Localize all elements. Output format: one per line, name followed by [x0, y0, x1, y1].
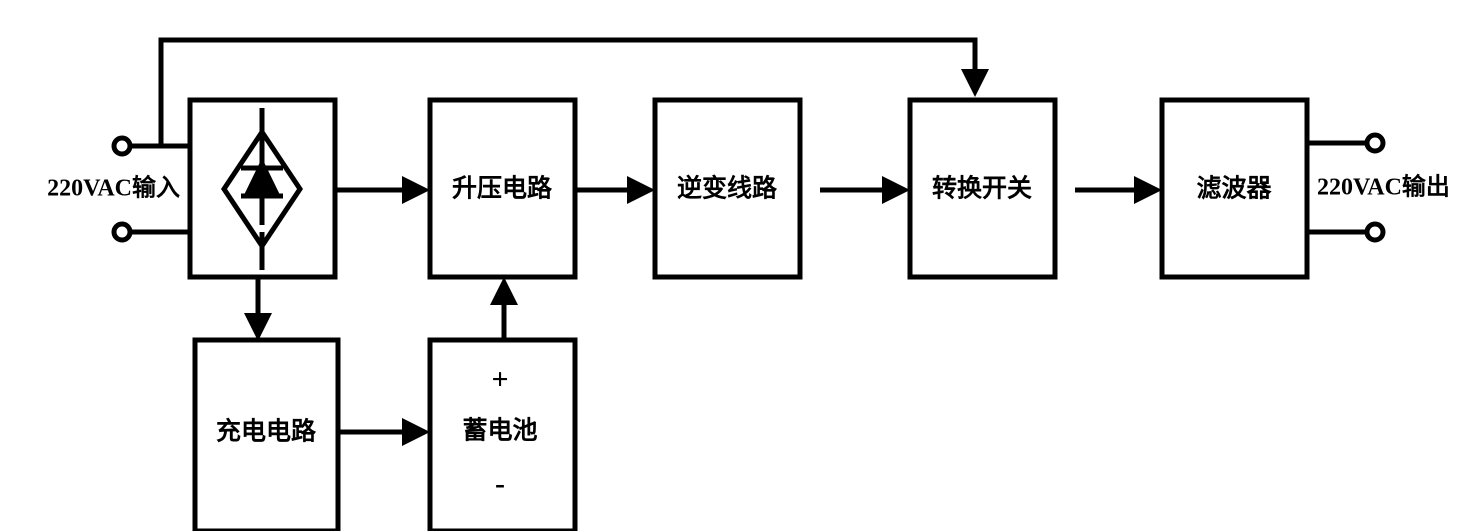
input-terminal-bottom	[111, 221, 133, 243]
arrow-head-inverter-switch	[882, 176, 910, 204]
conn-battery-boost	[490, 277, 518, 341]
conn-bypass-mains	[158, 37, 989, 146]
conn-charger-battery	[338, 418, 430, 446]
block-battery-label: 蓄电池	[462, 417, 537, 445]
input-terminal-top	[111, 135, 133, 157]
block-boost-label: 升压电路	[452, 175, 553, 203]
battery-positive-symbol: +	[491, 363, 508, 396]
bridge-rectifier-icon	[220, 108, 304, 270]
block-inverter[interactable]: 逆变线路	[652, 97, 803, 280]
block-transfer-switch-box[interactable]	[907, 97, 1058, 280]
output-terminal-bottom	[1364, 221, 1386, 243]
block-battery[interactable]: + 蓄电池 -	[427, 337, 578, 531]
input-port: 220VAC输入	[47, 135, 190, 243]
conn-inverter-switch	[820, 176, 910, 204]
output-terminal-top	[1364, 132, 1386, 154]
arrow-head-charger-battery	[402, 418, 430, 446]
block-filter-label: 滤波器	[1196, 175, 1272, 203]
arrow-head-rectifier-boost	[402, 176, 430, 204]
conn-boost-inverter	[575, 176, 655, 204]
diode-triangle-icon	[244, 158, 280, 195]
output-port: 220VAC输出	[1307, 132, 1450, 243]
output-port-label: 220VAC输出	[1317, 173, 1450, 201]
block-inverter-label: 逆变线路	[677, 174, 778, 203]
arrow-head-switch-filter	[1134, 176, 1162, 204]
conn-rectifier-boost	[335, 176, 430, 204]
battery-negative-symbol: -	[495, 467, 505, 500]
arrow-head-boost-inverter	[627, 176, 655, 204]
block-boost[interactable]: 升压电路	[427, 97, 578, 280]
block-filter[interactable]: 滤波器	[1159, 97, 1310, 280]
arrow-head-bypass-down	[961, 69, 989, 97]
arrow-head-battery-boost	[490, 277, 518, 305]
conn-switch-filter	[1075, 176, 1162, 204]
block-charger-box[interactable]	[192, 337, 341, 531]
block-inverter-box[interactable]	[652, 97, 803, 280]
block-charger[interactable]: 充电电路	[192, 337, 341, 531]
conn-rectifier-charger	[244, 277, 272, 341]
block-boost-box[interactable]	[427, 97, 578, 280]
input-port-label: 220VAC输入	[47, 174, 180, 202]
arrow-head-rectifier-charger	[244, 313, 272, 341]
block-transfer-switch[interactable]: 转换开关	[907, 97, 1058, 280]
block-transfer-switch-label: 转换开关	[932, 174, 1032, 203]
block-rectifier[interactable]	[187, 97, 338, 280]
block-charger-label: 充电电路	[216, 417, 317, 446]
block-filter-box[interactable]	[1159, 97, 1310, 280]
